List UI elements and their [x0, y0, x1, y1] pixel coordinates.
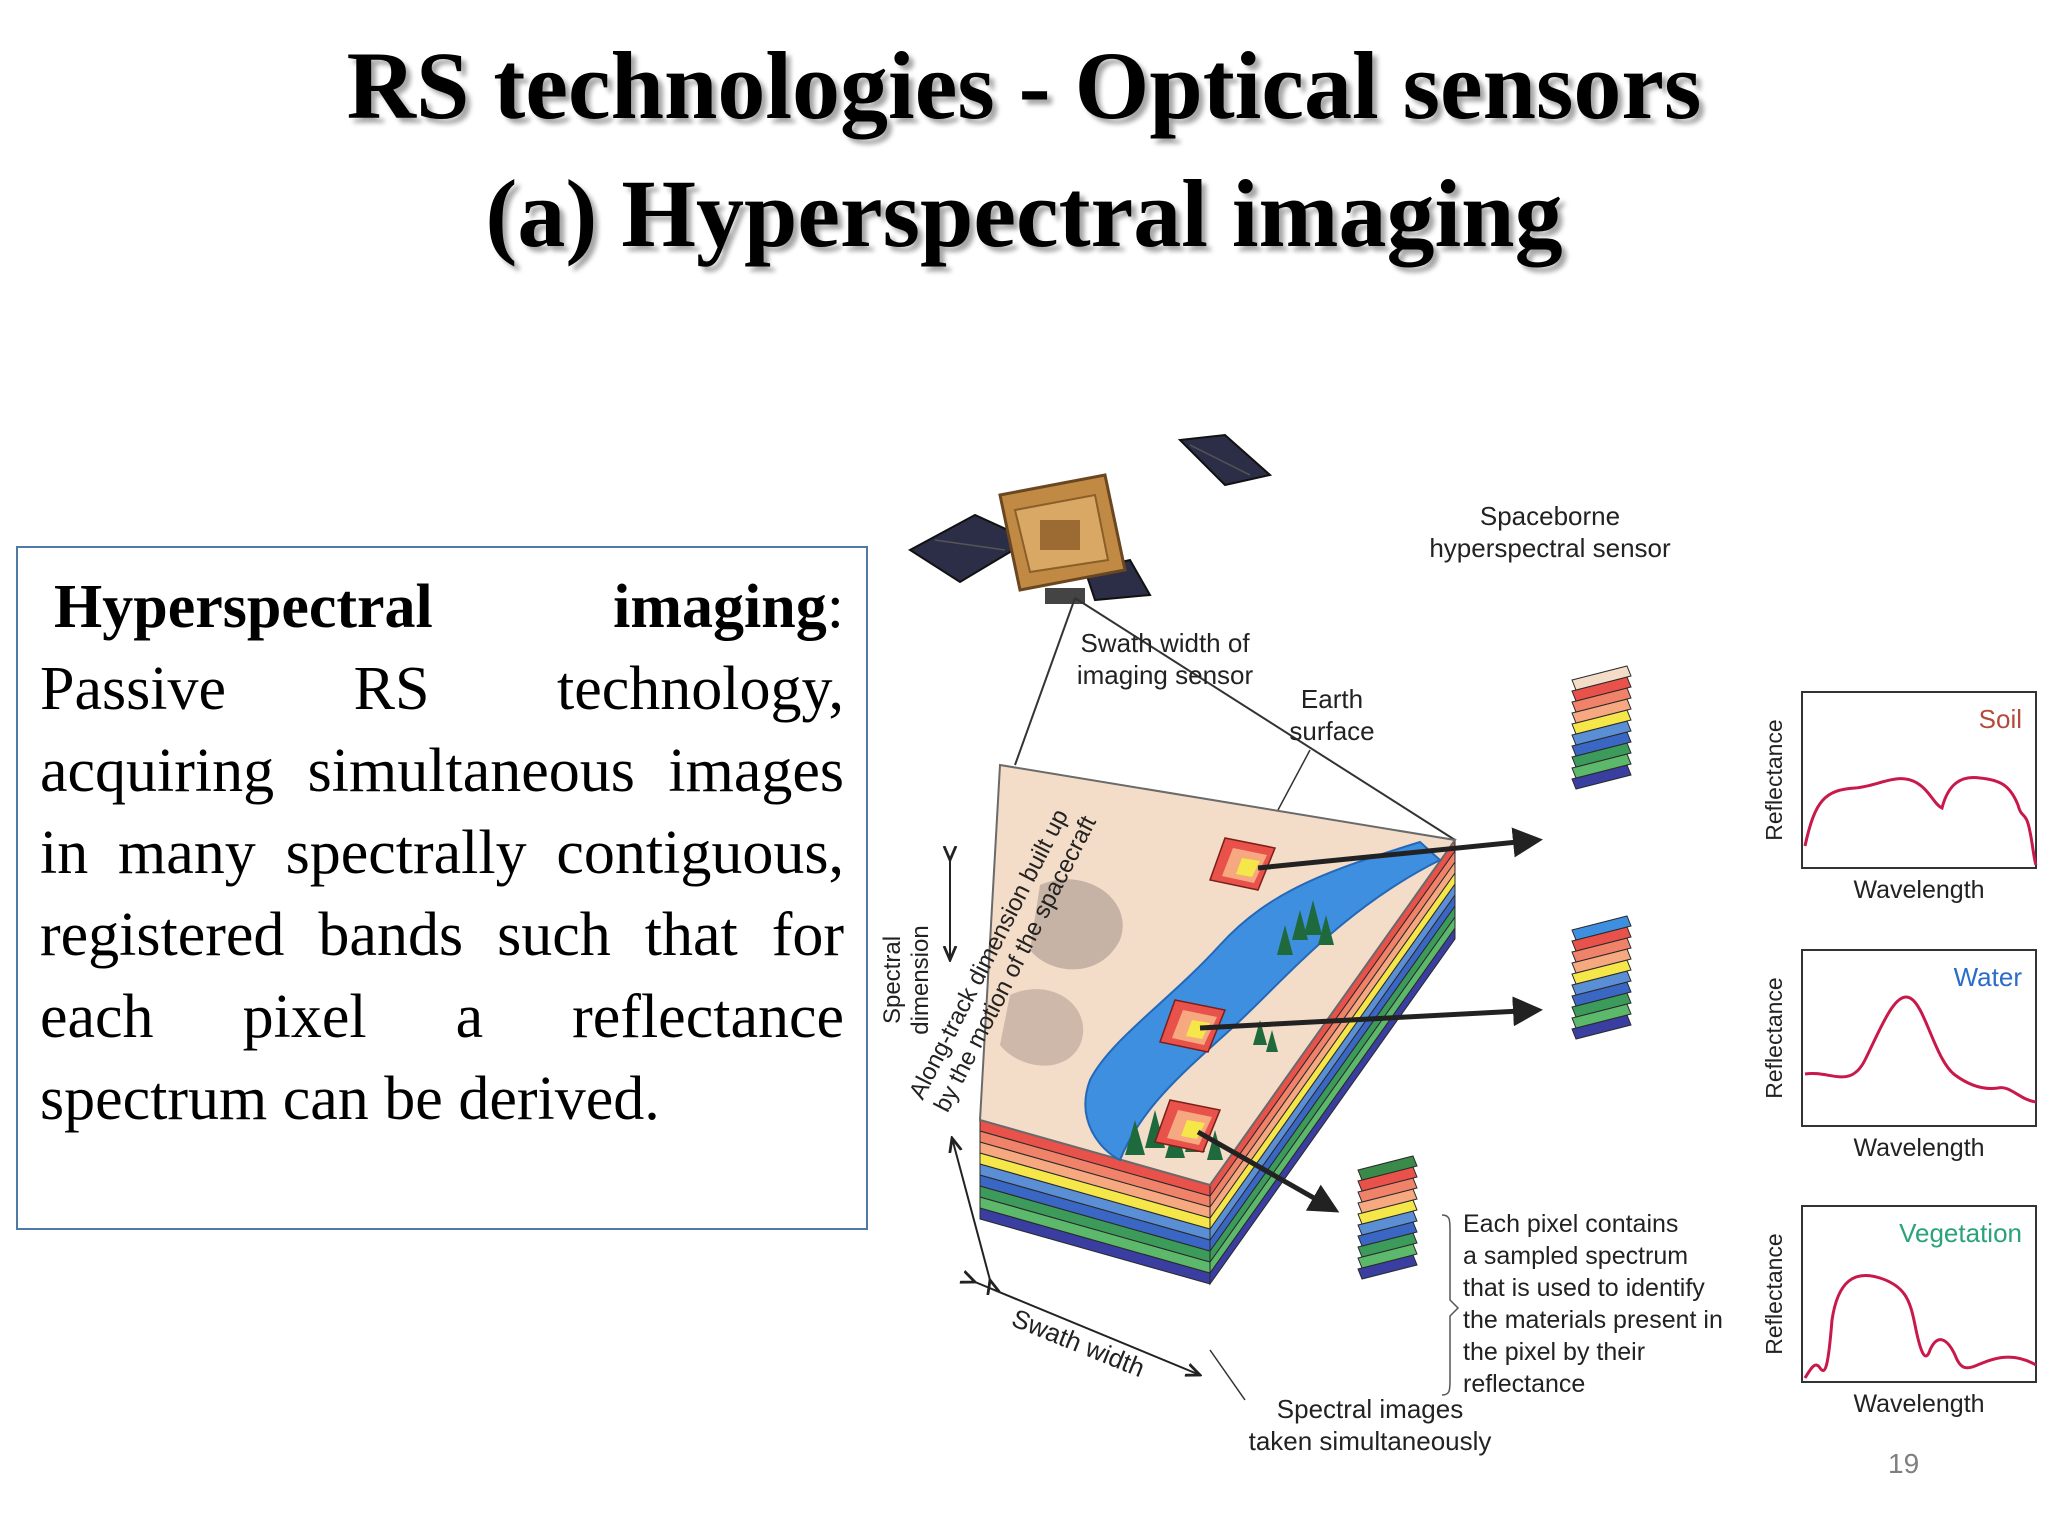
- definition-paragraph: Hyperspectral imaging: Passive RS techno…: [40, 566, 844, 1140]
- pixel-line-2: a sampled spectrum: [1463, 1242, 1688, 1270]
- pixel-stack-soil: [1571, 665, 1632, 790]
- plot-ylabel-vegetation: Reflectance: [1761, 1233, 1787, 1354]
- earth-label-line-1: Earth: [1301, 684, 1363, 714]
- title-line-1: RS technologies - Optical sensors: [346, 32, 1702, 139]
- sensor-label-line-1: Spaceborne: [1480, 501, 1620, 531]
- plot-frame-vegetation: [1801, 1205, 2037, 1383]
- stack-band: [1571, 665, 1632, 691]
- plot-title-water: Water: [1954, 962, 2023, 992]
- definition-box: Hyperspectral imaging: Passive RS techno…: [16, 546, 868, 1230]
- swath-width-arrow: [975, 1282, 1200, 1375]
- swath-label-line-2: imaging sensor: [1077, 660, 1254, 690]
- arrow-to-water-stack: [1199, 996, 1543, 1031]
- pixel-marker-soil: [1209, 837, 1277, 891]
- spectrum-plot-soil: Soil Reflectance Wavelength: [1761, 691, 2038, 904]
- pixel-line-1: Each pixel contains: [1463, 1210, 1678, 1238]
- spectral-images-line-1: Spectral images: [1277, 1394, 1463, 1424]
- water-spectrum-curve: [1804, 995, 2037, 1104]
- vegetation-spectrum-curve: [1803, 1273, 2037, 1379]
- title-line-2: (a) Hyperspectral imaging: [485, 160, 1563, 267]
- pixel-line-6: reflectance: [1463, 1370, 1585, 1398]
- slide-title: RS technologies - Optical sensors (a) Hy…: [0, 22, 2048, 278]
- definition-term: Hyperspectral imaging: [54, 573, 827, 641]
- arrow-to-soil-stack: [1257, 827, 1543, 871]
- plot-xlabel-vegetation: Wavelength: [1853, 1390, 1984, 1418]
- spectral-images-label: Spectral images taken simultaneously: [1249, 1394, 1492, 1456]
- earth-surface-label: Earth surface: [1289, 684, 1374, 746]
- plot-xlabel-water: Wavelength: [1853, 1134, 1984, 1162]
- plot-frame-water: [1801, 949, 2037, 1127]
- pixel-bracket: [1441, 1214, 1460, 1396]
- spectral-dimension-label: Spectral dimension: [880, 925, 934, 1034]
- view-line-left: [1014, 597, 1076, 766]
- plot-ylabel-water: Reflectance: [1761, 977, 1787, 1098]
- earth-surface-map: [978, 763, 1457, 1187]
- swath-width-label: Swath width of imaging sensor: [1077, 628, 1254, 690]
- pixel-line-4: the materials present in: [1463, 1306, 1723, 1334]
- plot-title-soil: Soil: [1979, 704, 2022, 734]
- hyperspectral-diagram: Spaceborne hyperspectral sensor Swath wi…: [880, 433, 2038, 1456]
- earth-leader-line: [1277, 749, 1311, 811]
- pixel-description: Each pixel contains a sampled spectrum t…: [1463, 1210, 1723, 1398]
- stack-band: [1357, 1155, 1418, 1181]
- swath-label-line-1: Swath width of: [1080, 628, 1250, 658]
- plot-title-vegetation: Vegetation: [1899, 1218, 2022, 1248]
- spectrum-plot-vegetation: Vegetation Reflectance Wavelength: [1761, 1205, 2037, 1418]
- arrow-to-vegetation-stack: [1196, 1129, 1340, 1213]
- plot-ylabel-soil: Reflectance: [1761, 719, 1787, 840]
- pixel-line-3: that is used to identify: [1463, 1274, 1705, 1302]
- earth-label-line-2: surface: [1289, 716, 1374, 746]
- plot-xlabel-soil: Wavelength: [1853, 876, 1984, 904]
- satellite-icon: [908, 433, 1273, 604]
- sensor-label: Spaceborne hyperspectral sensor: [1429, 501, 1671, 563]
- pixel-stack-vegetation: [1357, 1155, 1418, 1280]
- soil-spectrum-curve: [1803, 775, 2038, 866]
- spectral-dim-line-2: dimension: [907, 925, 934, 1034]
- sensor-label-line-2: hyperspectral sensor: [1429, 533, 1671, 563]
- pixel-stack-water: [1571, 915, 1632, 1040]
- definition-text: Passive RS technology, acquiring simulta…: [40, 655, 844, 1133]
- spectral-dim-line-1: Spectral: [880, 936, 906, 1024]
- spectrum-plot-water: Water Reflectance Wavelength: [1761, 949, 2037, 1162]
- definition-separator: :: [826, 573, 844, 641]
- swath-width-text: Swath width: [1008, 1303, 1149, 1383]
- pixel-spectral-stacks: [1357, 665, 1632, 1280]
- along-track-arrow: [952, 1138, 990, 1280]
- pixel-marker-water: [1159, 999, 1227, 1053]
- view-line-right: [1074, 597, 1456, 841]
- page-number: 19: [1888, 1448, 1920, 1479]
- spectral-images-line-2: taken simultaneously: [1249, 1426, 1492, 1456]
- image-cube-layers: [979, 838, 1456, 1286]
- stack-band: [1571, 915, 1632, 941]
- pixel-line-5: the pixel by their: [1463, 1338, 1645, 1366]
- spectral-images-leader: [1209, 1349, 1246, 1401]
